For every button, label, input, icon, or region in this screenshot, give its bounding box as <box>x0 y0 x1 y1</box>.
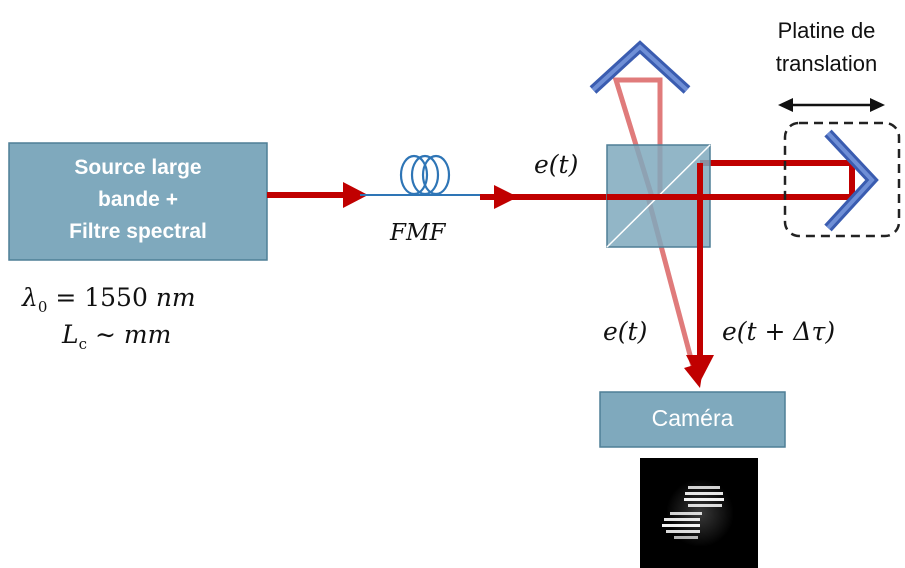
input-field-label: e(t) <box>534 150 578 179</box>
source-label-line2: bande + <box>9 184 267 216</box>
delayed-field-label: e(t + Δτ) <box>722 317 835 346</box>
camera-label: Caméra <box>600 405 785 432</box>
wavelength-label: λ0 = 1550 nm <box>22 283 196 316</box>
fiber-label: FMF <box>390 220 445 246</box>
translation-stage-label-line1: Platine de <box>748 14 905 47</box>
interference-image <box>640 458 758 568</box>
translation-stage-label-line2: translation <box>748 47 905 80</box>
reference-arrowhead <box>684 362 704 388</box>
translation-stage-label: Platine de translation <box>748 14 905 80</box>
translation-arrow-icon <box>778 98 885 112</box>
source-label-line1: Source large <box>9 152 267 184</box>
source-label: Source large bande + Filtre spectral <box>9 152 267 248</box>
source-label-line3: Filtre spectral <box>9 216 267 248</box>
beam-arrowhead-2 <box>494 185 518 209</box>
reference-field-label: e(t) <box>603 317 647 346</box>
fiber-coil-icon <box>401 156 449 194</box>
coherence-length-label: Lc ∼ mm <box>62 320 171 353</box>
top-reflector-icon <box>593 47 687 90</box>
